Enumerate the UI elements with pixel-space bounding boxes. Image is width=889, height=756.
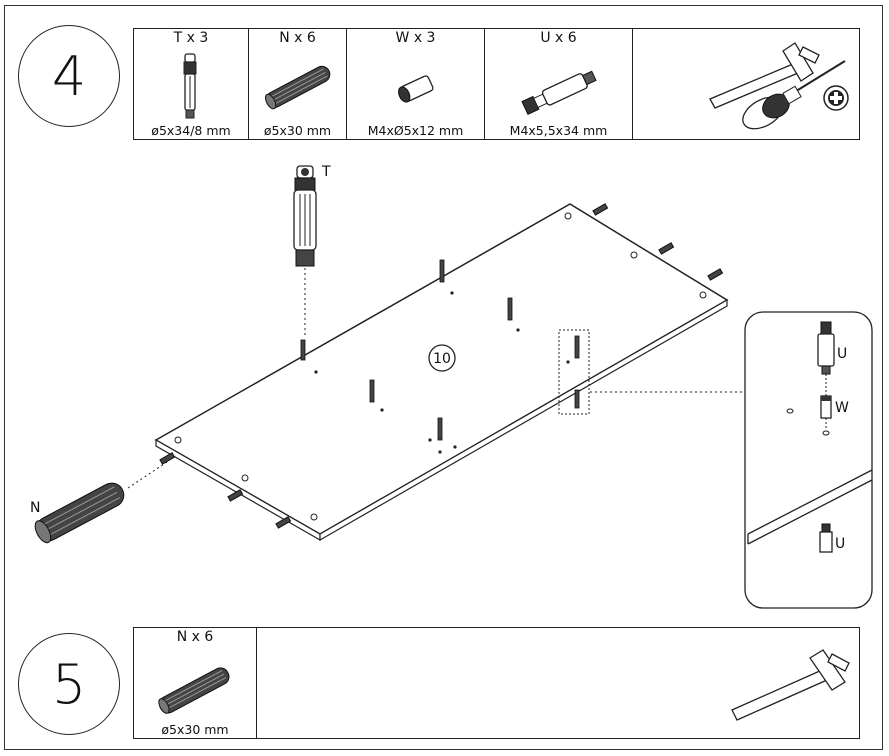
step-4-parts-box: T x 3 ø5x34/8 mm N x 6 ø5x30 mm W x 3 bbox=[133, 28, 860, 140]
part-t-qty: T x 3 bbox=[173, 30, 209, 46]
bolt-t-exploded: T bbox=[293, 164, 331, 336]
sleeve-w-icon bbox=[398, 75, 434, 103]
phillips-icon bbox=[823, 85, 849, 111]
label-t: T bbox=[321, 164, 331, 180]
edge-dowels bbox=[159, 203, 724, 529]
part-u-qty: U x 6 bbox=[540, 30, 577, 46]
part-w-qty: W x 3 bbox=[395, 30, 436, 46]
dowel-n-exploded: N bbox=[30, 459, 171, 544]
bolt-t-icon bbox=[183, 53, 197, 119]
label-n: N bbox=[30, 500, 40, 516]
bolt-u-icon bbox=[521, 70, 597, 115]
detail-panel: U W U bbox=[744, 311, 873, 609]
part-cell-n: N x 6 ø5x30 mm bbox=[249, 29, 347, 139]
panel-number: 10 bbox=[433, 351, 451, 367]
hammer-icon bbox=[731, 649, 850, 721]
part-cell-t: T x 3 ø5x34/8 mm bbox=[134, 29, 249, 139]
step-5-number: 5 bbox=[18, 633, 120, 735]
part-n-dim: ø5x30 mm bbox=[263, 123, 332, 138]
tools-cell-step4 bbox=[633, 29, 859, 139]
step5-part-n-dim: ø5x30 mm bbox=[161, 722, 229, 737]
part-cell-n-step5: N x 6 ø5x30 mm bbox=[134, 628, 257, 738]
hammer-icon bbox=[709, 42, 820, 109]
tools-cell-step5 bbox=[257, 628, 859, 738]
part-n-qty: N x 6 bbox=[279, 30, 316, 46]
detail-label-u-bottom: U bbox=[835, 536, 845, 552]
panel-10 bbox=[154, 203, 729, 542]
dowel-n-icon bbox=[158, 667, 230, 714]
part-w-dim: M4xØ5x12 mm bbox=[367, 123, 464, 138]
step-4-number: 4 bbox=[18, 25, 120, 127]
part-u-dim: M4x5,5x34 mm bbox=[509, 123, 608, 138]
part-cell-w: W x 3 M4xØ5x12 mm bbox=[347, 29, 485, 139]
detail-callout bbox=[558, 329, 746, 415]
detail-label-u-top: U bbox=[837, 346, 847, 362]
step5-part-n-qty: N x 6 bbox=[176, 629, 214, 645]
part-t-dim: ø5x34/8 mm bbox=[151, 123, 231, 138]
surface-holes bbox=[314, 291, 570, 454]
panel-number-badge: 10 bbox=[428, 344, 456, 372]
part-cell-u: U x 6 M4x5,5x34 mm bbox=[485, 29, 633, 139]
detail-label-w: W bbox=[835, 400, 849, 416]
instruction-frame bbox=[4, 5, 883, 750]
step-5-parts-box: N x 6 ø5x30 mm bbox=[133, 627, 860, 739]
dowel-n-icon bbox=[264, 65, 331, 110]
screwdriver-icon bbox=[742, 60, 846, 130]
surface-pins bbox=[300, 259, 580, 441]
